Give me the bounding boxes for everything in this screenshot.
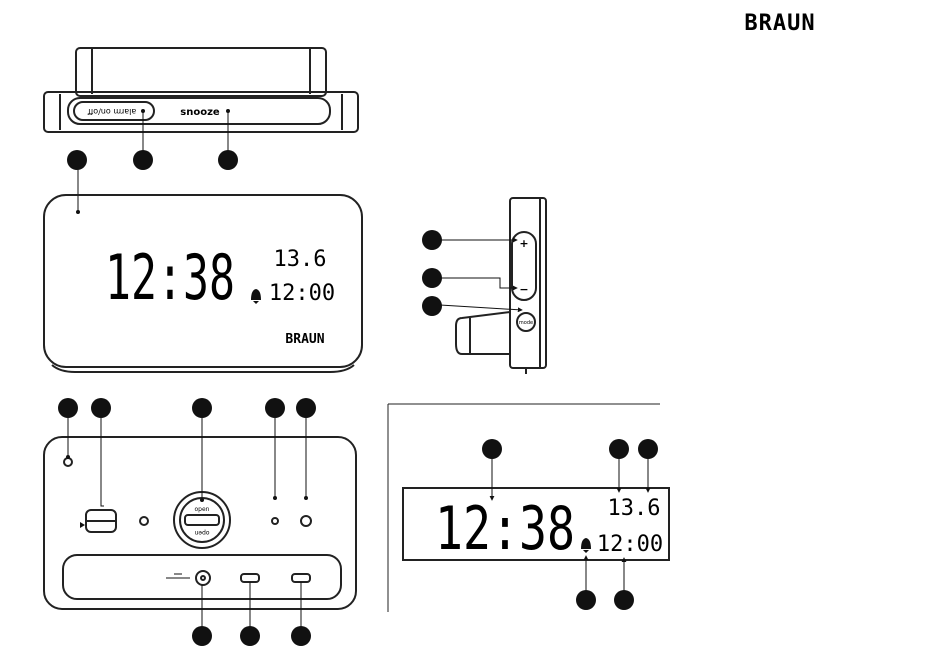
battery-open-label-inverted: open (194, 529, 209, 536)
front-time: 12:38 (105, 241, 235, 314)
snooze-label: snooze (180, 107, 220, 118)
mode-label: mode (519, 320, 533, 326)
detail-alarm-time: 12:00 (597, 532, 663, 557)
alarm-switch-label: alarm on/off (87, 107, 136, 116)
clock-back-view (44, 437, 356, 609)
callout-markers-side (422, 230, 442, 316)
plus-label: + (519, 237, 528, 250)
bell-icon (251, 289, 261, 304)
front-date: 13.6 (274, 247, 327, 272)
callout-markers-top (67, 150, 238, 170)
detail-date: 13.6 (608, 496, 661, 521)
clock-top-view (44, 48, 358, 132)
minus-label: − (519, 283, 528, 296)
front-alarm-time: 12:00 (269, 281, 335, 306)
bell-icon-detail (581, 538, 591, 553)
dc-jack-icon (166, 574, 190, 578)
detail-time: 12:38 (435, 494, 575, 564)
front-logo: BRAUN (285, 332, 324, 347)
battery-open-label: open (195, 506, 210, 513)
brand-logo: BRAUN (744, 11, 815, 36)
clock-side-view (456, 198, 546, 374)
